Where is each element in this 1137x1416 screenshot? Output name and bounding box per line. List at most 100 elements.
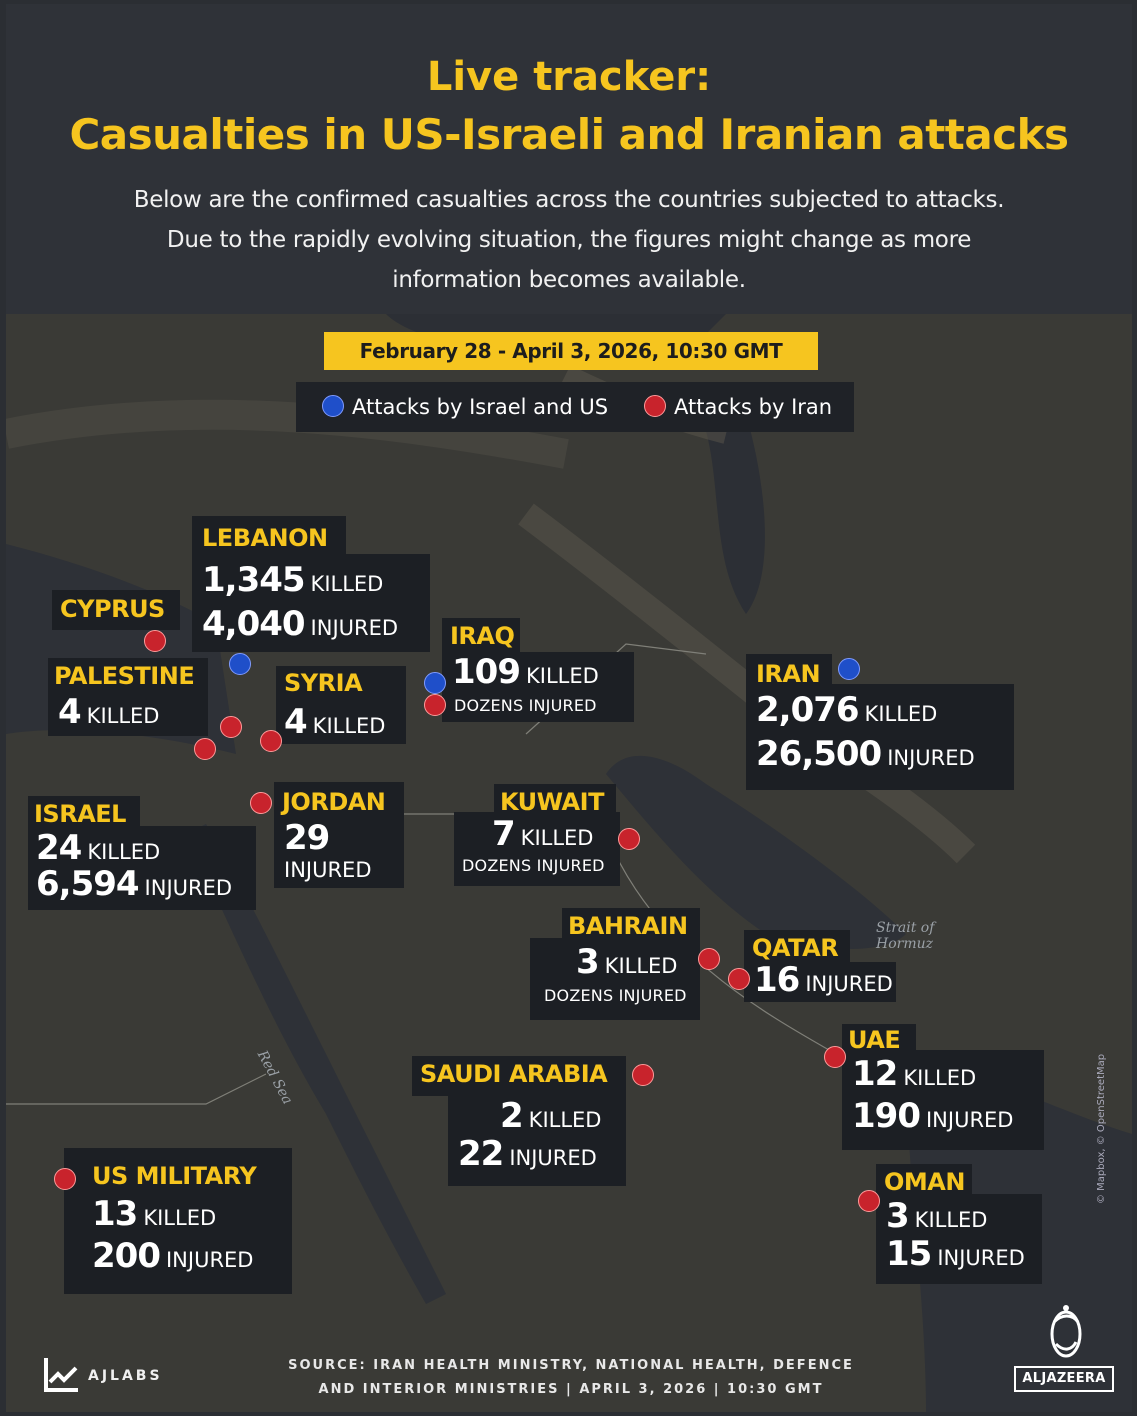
us-military-name: US MILITARY (92, 1162, 257, 1190)
uae-injured-label: INJURED (925, 1108, 1014, 1132)
saudi-name: SAUDI ARABIA (420, 1060, 608, 1088)
jordan-marker (250, 792, 272, 814)
jordan-injured-value: 29 (284, 818, 330, 858)
oman-injured-value: 15 (886, 1234, 932, 1274)
description-line-3: information becomes available. (392, 267, 746, 293)
bahrain-killed-value: 3 (576, 942, 600, 982)
source-credit: SOURCE: IRAN HEALTH MINISTRY, NATIONAL H… (276, 1354, 866, 1402)
uae-killed-label: KILLED (903, 1066, 977, 1090)
palestine-box (48, 658, 208, 736)
iran-stats-box (746, 684, 1014, 790)
oman-marker (858, 1190, 880, 1212)
lebanon-name: LEBANON (202, 524, 328, 552)
bahrain-injured: DOZENS INJURED (544, 986, 687, 1005)
iran-killed-label: KILLED (864, 702, 938, 726)
date-range-bar: February 28 - April 3, 2026, 10:30 GMT (324, 332, 818, 370)
red-sea (186, 824, 446, 1304)
description-line-1: Below are the confirmed casualties acros… (133, 187, 1005, 213)
kuwait-killed-label: KILLED (520, 826, 594, 850)
description-line-2: Due to the rapidly evolving situation, t… (166, 227, 972, 253)
syria-name: SYRIA (284, 669, 363, 697)
uae-killed-value: 12 (852, 1054, 898, 1094)
bahrain-stats-box (530, 938, 700, 1020)
legend-label-iran: Attacks by Iran (674, 395, 833, 419)
iraq-marker-red (424, 694, 446, 716)
oman-injured-label: INJURED (937, 1246, 1025, 1270)
lebanon-injured-value: 4,040 (202, 604, 306, 644)
cyprus-marker (144, 630, 166, 652)
source-line-1: SOURCE: IRAN HEALTH MINISTRY, NATIONAL H… (288, 1358, 854, 1373)
israel-killed-label: KILLED (87, 840, 161, 864)
infographic: Live tracker: Casualties in US-Israeli a… (6, 4, 1132, 1412)
blue-dot-icon (322, 395, 344, 417)
jordan-injured-label: INJURED (284, 858, 372, 882)
jordan-name: JORDAN (282, 788, 386, 816)
us-military-marker (54, 1168, 76, 1190)
qatar-injured-value: 16 (754, 960, 800, 1000)
saudi-killed-value: 2 (500, 1096, 524, 1136)
ajlabs-logo-icon (44, 1358, 78, 1392)
legend-label-israel-us: Attacks by Israel and US (352, 395, 609, 419)
jordan-box (274, 782, 404, 888)
cyprus-name: CYPRUS (60, 595, 165, 623)
ajlabs-wordmark: AJLABS (88, 1368, 163, 1384)
kuwait-marker (618, 828, 640, 850)
map-credit: © Mapbox, © OpenStreetMap (1096, 1053, 1107, 1204)
iraq-killed-label: KILLED (525, 664, 599, 688)
lebanon-killed-value: 1,345 (202, 560, 306, 600)
lebanon-marker (229, 653, 251, 675)
syria-killed-value: 4 (284, 702, 308, 742)
uae-name: UAE (848, 1026, 901, 1054)
uae-stats-box (842, 1050, 1044, 1150)
iraq-injured: DOZENS INJURED (454, 696, 597, 715)
kuwait-injured: DOZENS INJURED (462, 856, 605, 875)
palestine-killed-value: 4 (58, 692, 82, 732)
us-military-injured-value: 200 (92, 1236, 161, 1276)
lebanon-killed-label: KILLED (310, 572, 384, 596)
qatar-name: QATAR (752, 934, 839, 962)
israel-stats-box (28, 826, 256, 910)
us-military-injured-label: INJURED (165, 1248, 254, 1272)
qatar-injured-label: INJURED (805, 972, 893, 996)
saudi-injured-label: INJURED (509, 1146, 597, 1170)
iraq-stats-box (442, 652, 634, 722)
israel-injured-value: 6,594 (36, 864, 140, 904)
border-2 (605, 833, 837, 1055)
source-line-2: AND INTERIOR MINISTRIES | APRIL 3, 2026 … (318, 1382, 824, 1397)
israel-name: ISRAEL (34, 800, 126, 828)
legend-item-iran: Attacks by Iran (644, 382, 832, 432)
persian-gulf (606, 755, 906, 949)
israel-killed-value: 24 (36, 828, 82, 868)
us-military-killed-value: 13 (92, 1194, 138, 1234)
uae-marker (824, 1046, 846, 1068)
legend: Attacks by Israel and US Attacks by Iran (296, 382, 854, 432)
syria-marker (260, 730, 282, 752)
saudi-stats-box (448, 1088, 626, 1186)
syria-killed-label: KILLED (312, 714, 386, 738)
border-3 (6, 1073, 267, 1105)
description: Below are the confirmed casualties acros… (66, 180, 1072, 300)
syria-box (276, 666, 406, 744)
palestine-name: PALESTINE (54, 662, 195, 690)
us-military-box (64, 1148, 292, 1294)
bahrain-name: BAHRAIN (568, 912, 688, 940)
saudi-marker (632, 1064, 654, 1086)
palestine-killed-label: KILLED (86, 704, 160, 728)
iran-injured-value: 26,500 (756, 734, 882, 774)
iran-name: IRAN (756, 660, 821, 688)
palestine-marker-2 (194, 738, 216, 760)
kuwait-name: KUWAIT (500, 788, 604, 816)
oman-name: OMAN (884, 1168, 965, 1196)
qatar-stats-box (744, 962, 896, 1002)
